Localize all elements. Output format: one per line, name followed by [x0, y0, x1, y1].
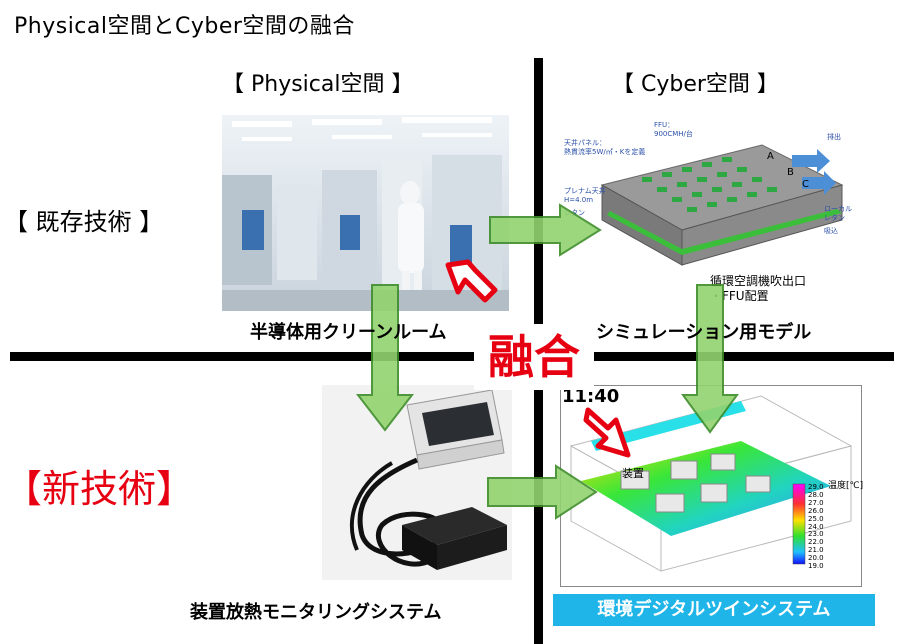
- svg-text:C: C: [802, 179, 809, 190]
- existing-tech-label: 【 既存技術 】: [4, 208, 164, 236]
- cleanroom-photo: [222, 115, 509, 311]
- svg-text:熱貫流率5W/㎡・Kを定義: 熱貫流率5W/㎡・Kを定義: [564, 147, 645, 156]
- arrow-physical-to-cyber: [489, 203, 602, 257]
- caption-digital-twin: 環境デジタルツインシステム: [553, 594, 875, 626]
- arrow-monitoring-to-twin: [487, 464, 598, 520]
- svg-text:900CMH/台: 900CMH/台: [654, 129, 693, 138]
- svg-text:レタン: レタン: [824, 213, 845, 222]
- caption-cleanroom: 半導体用クリーンルーム: [250, 322, 447, 343]
- svg-text:天井パネル：: 天井パネル：: [564, 138, 606, 147]
- svg-text:A: A: [767, 151, 774, 162]
- simulation-model-image: 天井パネル： 熱貫流率5W/㎡・Kを定義 FFU： 900CMH/台 プレナム天…: [562, 115, 860, 275]
- new-tech-label: 【新技術】: [4, 467, 195, 511]
- svg-text:レタン: レタン: [564, 208, 585, 217]
- caption-monitoring-system: 装置放熱モニタリングシステム: [190, 602, 442, 623]
- arrow-sim-to-twin: [681, 284, 739, 434]
- red-arrow-down: [583, 407, 631, 458]
- twin-device-label: 装置: [622, 467, 644, 480]
- svg-text:ローカル: ローカル: [824, 205, 852, 213]
- cyber-space-label: 【 Cyber空間 】: [612, 72, 779, 97]
- svg-text:排出: 排出: [827, 132, 841, 141]
- monitoring-device-photo: [322, 385, 512, 580]
- page-title: Physical空間とCyber空間の融合: [14, 14, 355, 39]
- caption-simulation-model: シミュレーション用モデル: [596, 322, 812, 343]
- fusion-label: 融合: [474, 324, 594, 390]
- svg-text:B: B: [787, 167, 794, 178]
- svg-text:FFU：: FFU：: [654, 121, 674, 129]
- svg-text:吸込: 吸込: [824, 226, 838, 235]
- svg-text:プレナム天井: プレナム天井: [564, 186, 606, 195]
- red-arrow-up: [445, 259, 498, 303]
- twin-time-display: 11:40: [562, 386, 620, 407]
- arrow-cleanroom-to-monitoring: [355, 284, 415, 432]
- temperature-legend-title: 温度[℃]: [828, 481, 864, 491]
- outlet-note: 循環空調機吹出口 ・FFU配置: [710, 274, 807, 303]
- physical-space-label: 【 Physical空間 】: [222, 72, 414, 97]
- horizontal-divider: [10, 352, 894, 361]
- temperature-legend-values: 29.0 28.0 27.0 26.0 25.0 24.0 23.0 22.0 …: [808, 483, 824, 571]
- svg-text:H=4.0m: H=4.0m: [564, 196, 593, 204]
